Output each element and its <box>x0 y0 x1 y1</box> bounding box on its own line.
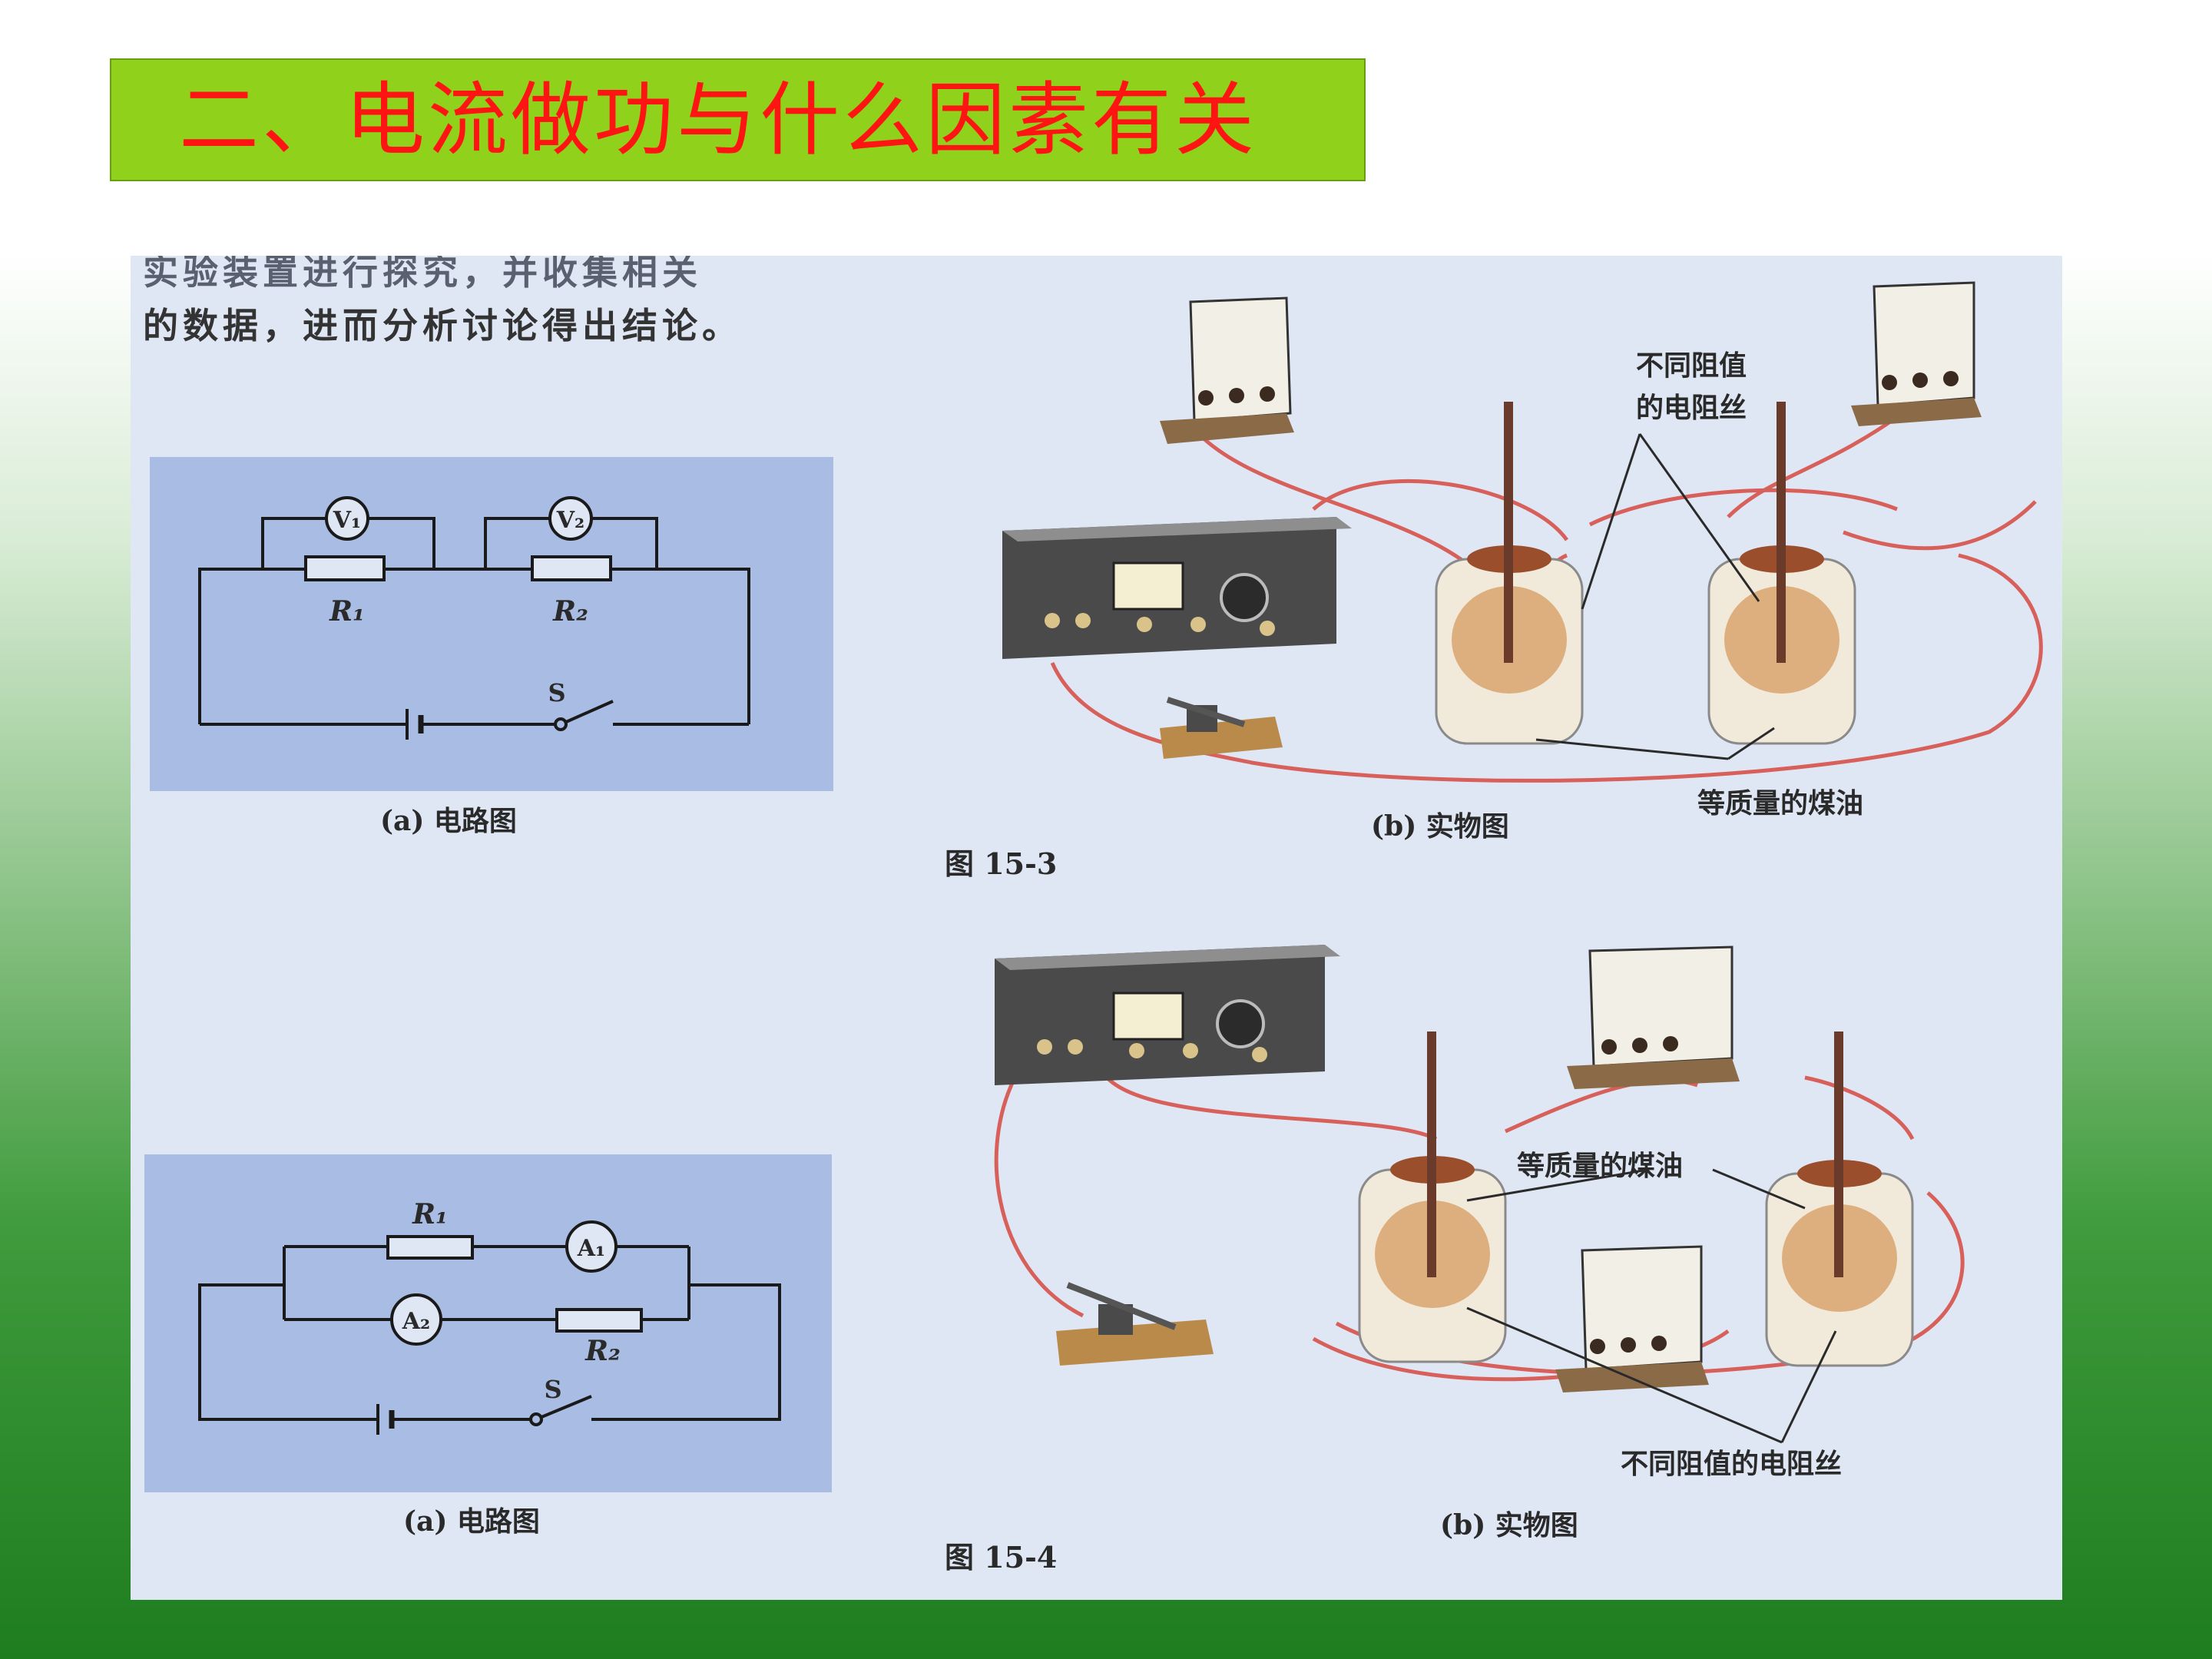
caption-15-4b: (b) 实物图 <box>1440 1509 1578 1541</box>
a1-label: A₁ <box>577 1235 605 1262</box>
label-wires-15-3-line2: 的电阻丝 <box>1636 392 1747 424</box>
circuit-panel <box>150 457 833 791</box>
label-wires-15-3-line1: 不同阻值 <box>1636 349 1747 382</box>
switch-15-3 <box>1160 697 1283 759</box>
v2-label: V₂ <box>556 507 584 534</box>
voltmeter-15-3-right <box>1851 281 1982 426</box>
jar-15-4-right <box>1765 1031 1914 1367</box>
ammeter-15-4-top <box>1567 945 1740 1089</box>
switch-label: S <box>544 1375 561 1404</box>
power-supply-15-3 <box>1002 517 1352 659</box>
r2-label: R₂ <box>552 595 588 628</box>
title-banner: 二、电流做功与什么因素有关 <box>110 58 1366 181</box>
circuit-15-4: A₁ A₂ R₁ R₂ S <box>144 1154 832 1492</box>
textbook-figure: 实验装置进行探究，并收集相关 的数据，进而分析讨论得出结论。 <box>131 256 2062 1600</box>
figure-number-15-4: 图 15-4 <box>945 1540 1057 1575</box>
label-oil-15-4: 等质量的煤油 <box>1517 1150 1683 1182</box>
intro-line-2: 的数据，进而分析讨论得出结论。 <box>143 305 742 346</box>
ammeter-15-4-bottom <box>1555 1245 1709 1392</box>
a2-label: A₂ <box>402 1308 430 1335</box>
circuit-panel <box>144 1154 832 1492</box>
intro-line-1: 实验装置进行探究，并收集相关 <box>143 256 702 293</box>
caption-15-3a: (a) 电路图 <box>380 805 517 837</box>
r1-label: R₁ <box>412 1198 448 1230</box>
intro-text: 实验装置进行探究，并收集相关 的数据，进而分析讨论得出结论。 <box>143 256 742 353</box>
v1-label: V₁ <box>333 507 361 534</box>
label-wires-15-4: 不同阻值的电阻丝 <box>1621 1448 1842 1480</box>
jar-15-4-left <box>1358 1031 1507 1363</box>
circuit-15-3: V₁ V₂ R₁ R₂ S <box>150 457 833 791</box>
power-supply-15-4 <box>995 945 1340 1085</box>
label-oil-15-3: 等质量的煤油 <box>1697 787 1863 820</box>
apparatus-15-4: 等质量的煤油 不同阻值的电阻丝 <box>994 945 1965 1480</box>
caption-15-4a: (a) 电路图 <box>403 1505 540 1538</box>
r1-label: R₁ <box>329 595 365 628</box>
switch-label: S <box>548 678 565 707</box>
switch-15-4 <box>1056 1282 1214 1366</box>
jar-15-3-right <box>1707 402 1856 745</box>
caption-15-3b: (b) 实物图 <box>1371 810 1509 843</box>
apparatus-15-3: 不同阻值 的电阻丝 等质量的煤油 <box>1002 281 2043 820</box>
slide-title: 二、电流做功与什么因素有关 <box>179 73 1258 167</box>
figure-number-15-3: 图 15-3 <box>945 846 1057 881</box>
figure-drawing: V₁ V₂ R₁ R₂ S (a) 电路图 <box>144 281 2043 1575</box>
jar-15-3-left <box>1435 402 1584 745</box>
voltmeter-15-3-left <box>1160 296 1294 444</box>
r2-label: R₂ <box>584 1335 621 1367</box>
